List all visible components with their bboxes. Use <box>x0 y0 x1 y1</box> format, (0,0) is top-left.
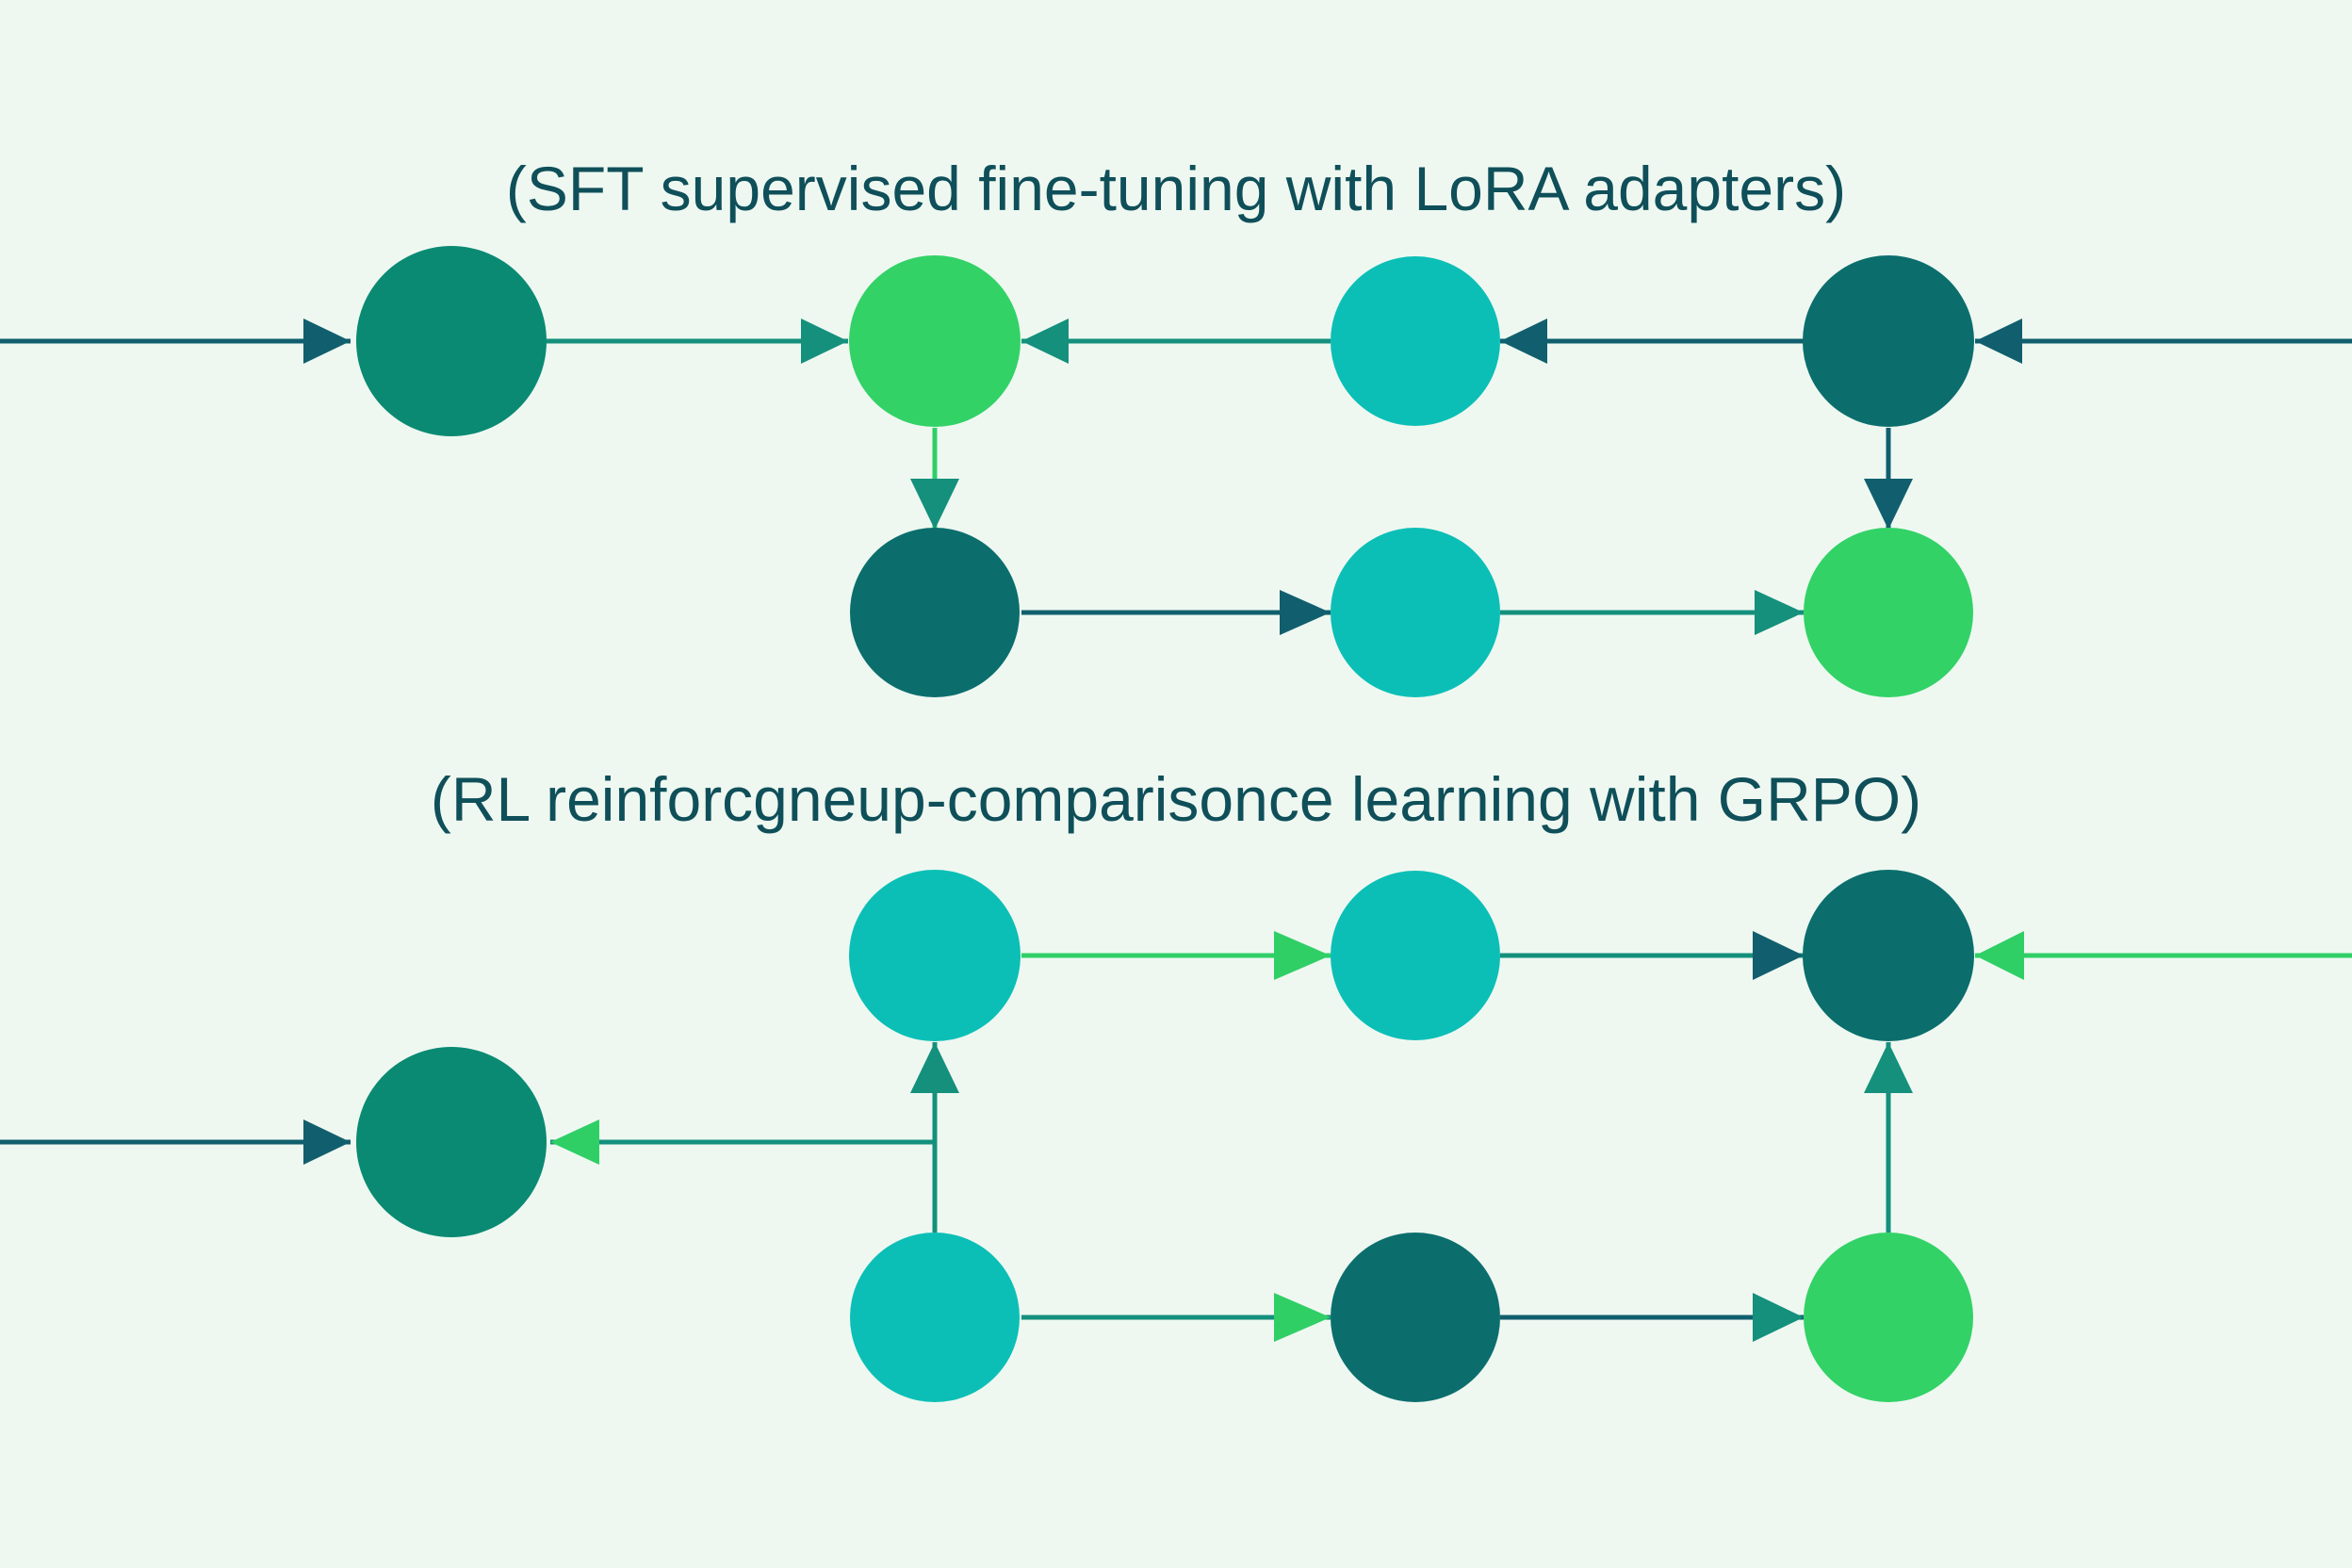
sft-nodes <box>356 246 1974 697</box>
sft-node-4 <box>1803 255 1974 427</box>
sft-section-title: (SFT supervised fine-tuning with LoRA ad… <box>505 154 1847 223</box>
sft-edges <box>0 318 2352 635</box>
rl-arrowhead-c-right <box>1975 931 2024 980</box>
sft-node-3 <box>1331 256 1500 426</box>
sft-arrowhead-node4-right <box>1975 318 2022 364</box>
rl-node-e <box>850 1233 1020 1402</box>
rl-arrowhead-a-bottom <box>910 1042 959 1093</box>
rl-arrowhead-c-bottom <box>1864 1042 1913 1093</box>
rl-arrowhead-c-left <box>1753 931 1804 980</box>
sft-node-1 <box>356 246 547 436</box>
sft-arrowhead-node7-left <box>1755 590 1804 635</box>
rl-node-g <box>1804 1233 1973 1402</box>
rl-arrowhead-b-left <box>1274 931 1331 980</box>
sft-node-2 <box>849 255 1021 427</box>
rl-nodes <box>356 870 1974 1402</box>
rl-section-title: (RL reinforcgneup-comparisonce learning … <box>430 764 1922 834</box>
sft-node-7 <box>1804 528 1973 697</box>
sft-arrowhead-node1 <box>303 318 351 364</box>
sft-arrowhead-node3-right <box>1500 318 1547 364</box>
sft-arrowhead-node7-top <box>1864 479 1913 530</box>
rl-arrowhead-d-left <box>303 1119 351 1165</box>
sft-arrowhead-node2-left <box>801 318 848 364</box>
sft-arrowhead-node5-top <box>910 479 959 530</box>
rl-node-a <box>849 870 1021 1041</box>
sft-node-6 <box>1331 528 1500 697</box>
rl-node-f <box>1331 1233 1500 1402</box>
rl-arrowhead-d-right <box>550 1119 599 1165</box>
rl-edges <box>0 931 2352 1342</box>
rl-arrowhead-f-left <box>1274 1293 1331 1342</box>
sft-node-5 <box>850 528 1020 697</box>
sft-arrowhead-node6-left <box>1280 590 1331 635</box>
sft-arrowhead-node2-right <box>1021 318 1069 364</box>
rl-node-b <box>1331 871 1500 1040</box>
rl-arrowhead-g-left <box>1753 1293 1804 1342</box>
rl-node-d <box>356 1047 547 1237</box>
rl-node-c <box>1803 870 1974 1041</box>
